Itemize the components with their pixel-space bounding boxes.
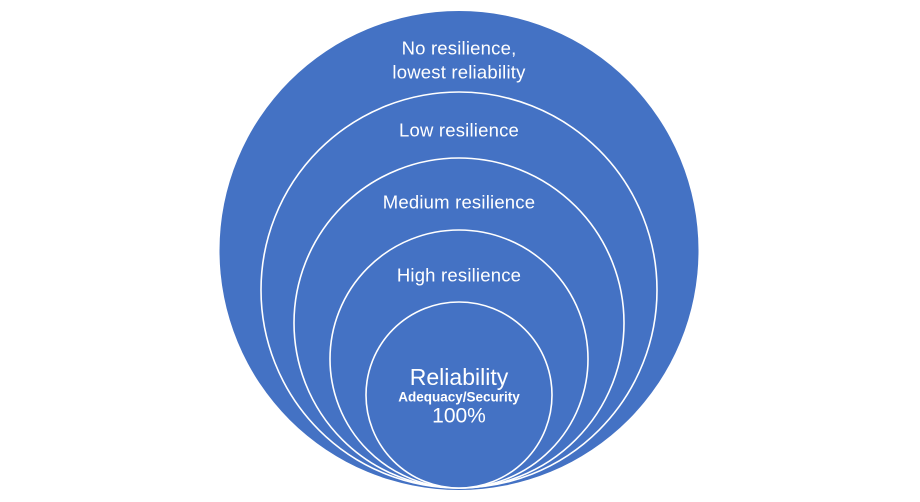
ring-circle-reliability xyxy=(365,301,553,489)
label-reliability-subtitle: Adequacy/Security xyxy=(398,390,520,405)
label-high-resilience: High resilience xyxy=(397,265,521,286)
label-reliability-value: 100% xyxy=(432,405,486,428)
label-medium-resilience: Medium resilience xyxy=(383,192,535,213)
label-no-resilience-line2: lowest reliability xyxy=(392,62,526,83)
label-reliability-title: Reliability xyxy=(410,364,509,390)
label-no-resilience-line1: No resilience, xyxy=(402,38,517,59)
label-low-resilience: Low resilience xyxy=(399,120,519,141)
